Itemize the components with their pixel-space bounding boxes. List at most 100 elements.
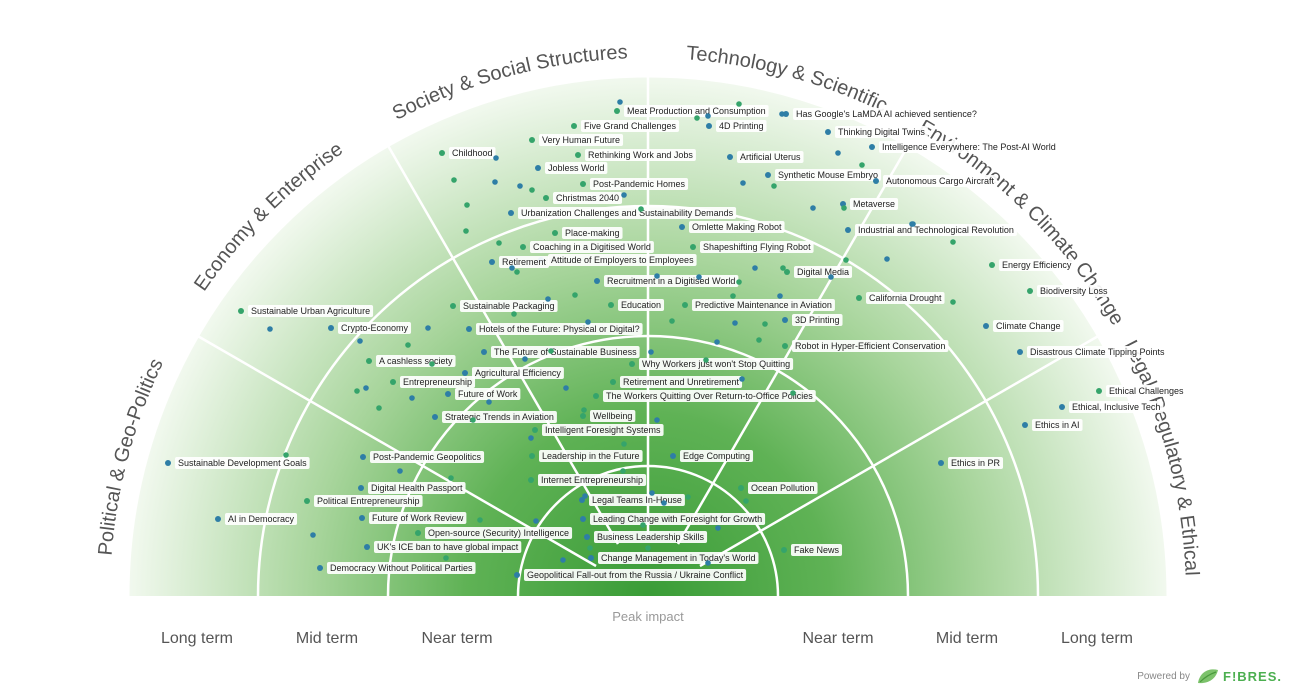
- signal-dot[interactable]: [580, 516, 586, 522]
- signal-dot-unlabeled[interactable]: [548, 348, 554, 354]
- signal-item[interactable]: 4D Printing: [706, 120, 767, 132]
- signal-dot-unlabeled[interactable]: [705, 113, 711, 119]
- signal-dot-unlabeled[interactable]: [443, 555, 449, 561]
- signal-item[interactable]: Meat Production and Consumption: [614, 105, 769, 117]
- signal-item[interactable]: Democracy Without Political Parties: [317, 562, 476, 574]
- signal-dot-unlabeled[interactable]: [397, 468, 403, 474]
- signal-dot[interactable]: [450, 303, 456, 309]
- signal-dot-unlabeled[interactable]: [621, 441, 627, 447]
- signal-dot[interactable]: [514, 572, 520, 578]
- signal-dot[interactable]: [571, 123, 577, 129]
- signal-dot-unlabeled[interactable]: [496, 240, 502, 246]
- signal-dot-unlabeled[interactable]: [617, 99, 623, 105]
- signal-item[interactable]: Post-Pandemic Geopolitics: [360, 451, 485, 463]
- signal-item[interactable]: Retirement and Unretirement: [610, 376, 743, 388]
- signal-item[interactable]: Jobless World: [535, 162, 608, 174]
- signal-dot[interactable]: [682, 302, 688, 308]
- signal-dot[interactable]: [508, 210, 514, 216]
- signal-dot[interactable]: [481, 349, 487, 355]
- signal-item[interactable]: Change Management in Today's World: [588, 552, 759, 564]
- signal-dot-unlabeled[interactable]: [828, 274, 834, 280]
- signal-dot[interactable]: [489, 259, 495, 265]
- signal-item[interactable]: AI in Democracy: [215, 513, 298, 525]
- signal-dot[interactable]: [529, 137, 535, 143]
- signal-dot[interactable]: [1027, 288, 1033, 294]
- signal-item[interactable]: Thinking Digital Twins: [825, 126, 928, 138]
- signal-dot-unlabeled[interactable]: [654, 417, 660, 423]
- signal-dot-unlabeled[interactable]: [777, 293, 783, 299]
- signal-dot[interactable]: [989, 262, 995, 268]
- signal-dot-unlabeled[interactable]: [771, 183, 777, 189]
- signal-item[interactable]: Legal Teams In-House: [579, 494, 685, 506]
- signal-dot[interactable]: [679, 224, 685, 230]
- signal-item[interactable]: Leadership in the Future: [529, 450, 643, 462]
- signal-dot[interactable]: [579, 497, 585, 503]
- signal-dot-unlabeled[interactable]: [425, 325, 431, 331]
- signal-dot-unlabeled[interactable]: [910, 221, 916, 227]
- signal-dot[interactable]: [584, 534, 590, 540]
- signal-item[interactable]: Intelligence Everywhere: The Post-AI Wor…: [869, 141, 1059, 153]
- signal-dot-unlabeled[interactable]: [514, 269, 520, 275]
- signal-item[interactable]: Edge Computing: [670, 450, 754, 462]
- signal-dot[interactable]: [588, 555, 594, 561]
- signal-item[interactable]: Post-Pandemic Homes: [580, 178, 689, 190]
- signal-dot-unlabeled[interactable]: [841, 205, 847, 211]
- signal-dot-unlabeled[interactable]: [509, 265, 515, 271]
- signal-dot-unlabeled[interactable]: [529, 187, 535, 193]
- signal-dot-unlabeled[interactable]: [376, 405, 382, 411]
- signal-item[interactable]: Future of Work Review: [359, 512, 467, 524]
- signal-dot-unlabeled[interactable]: [409, 395, 415, 401]
- signal-dot-unlabeled[interactable]: [587, 545, 593, 551]
- signal-item[interactable]: Synthetic Mouse Embryo: [765, 169, 882, 181]
- signal-item[interactable]: Political Entrepreneurship: [304, 495, 423, 507]
- signal-dot[interactable]: [782, 343, 788, 349]
- signal-dot[interactable]: [580, 181, 586, 187]
- signal-item[interactable]: A cashless society: [366, 355, 456, 367]
- signal-item[interactable]: UK's ICE ban to have global impact: [364, 541, 522, 553]
- signal-dot-unlabeled[interactable]: [477, 517, 483, 523]
- signal-dot-unlabeled[interactable]: [563, 385, 569, 391]
- signal-item[interactable]: Biodiversity Loss: [1027, 285, 1111, 297]
- signal-dot-unlabeled[interactable]: [762, 321, 768, 327]
- signal-dot-unlabeled[interactable]: [405, 342, 411, 348]
- signal-item[interactable]: Childhood: [439, 147, 496, 159]
- signal-dot-unlabeled[interactable]: [790, 390, 796, 396]
- signal-dot-unlabeled[interactable]: [884, 256, 890, 262]
- signal-item[interactable]: Industrial and Technological Revolution: [845, 224, 1017, 236]
- signal-item[interactable]: Omlette Making Robot: [679, 221, 785, 233]
- signal-dot-unlabeled[interactable]: [522, 356, 528, 362]
- signal-dot-unlabeled[interactable]: [448, 475, 454, 481]
- signal-dot[interactable]: [580, 413, 586, 419]
- signal-item[interactable]: Why Workers just won't Stop Quitting: [629, 358, 794, 370]
- signal-dot-unlabeled[interactable]: [696, 274, 702, 280]
- signal-item[interactable]: Ethics in PR: [938, 457, 1004, 469]
- signal-dot[interactable]: [520, 244, 526, 250]
- signal-item[interactable]: Crypto-Economy: [328, 322, 412, 334]
- signal-dot-unlabeled[interactable]: [654, 273, 660, 279]
- signal-item[interactable]: Shapeshifting Flying Robot: [690, 241, 814, 253]
- signal-dot[interactable]: [359, 515, 365, 521]
- signal-dot-unlabeled[interactable]: [585, 319, 591, 325]
- signal-dot[interactable]: [165, 460, 171, 466]
- signal-dot[interactable]: [390, 379, 396, 385]
- signal-item[interactable]: Has Google's LaMDA AI achieved sentience…: [783, 108, 980, 120]
- signal-item[interactable]: Leading Change with Foresight for Growth: [580, 513, 766, 525]
- signal-dot[interactable]: [783, 111, 789, 117]
- signal-dot-unlabeled[interactable]: [780, 265, 786, 271]
- signal-dot[interactable]: [738, 485, 744, 491]
- signal-dot-unlabeled[interactable]: [363, 385, 369, 391]
- signal-dot[interactable]: [765, 172, 771, 178]
- signal-item[interactable]: Digital Health Passport: [358, 482, 466, 494]
- signal-item[interactable]: Future of Work: [445, 388, 521, 400]
- signal-dot[interactable]: [552, 230, 558, 236]
- signal-item[interactable]: 3D Printing: [782, 314, 843, 326]
- signal-dot-unlabeled[interactable]: [705, 560, 711, 566]
- signal-dot[interactable]: [528, 477, 534, 483]
- signal-dot[interactable]: [608, 302, 614, 308]
- signal-dot-unlabeled[interactable]: [661, 500, 667, 506]
- signal-dot[interactable]: [317, 565, 323, 571]
- signal-dot[interactable]: [938, 460, 944, 466]
- signal-dot-unlabeled[interactable]: [694, 115, 700, 121]
- signal-dot-unlabeled[interactable]: [357, 338, 363, 344]
- signal-dot[interactable]: [462, 370, 468, 376]
